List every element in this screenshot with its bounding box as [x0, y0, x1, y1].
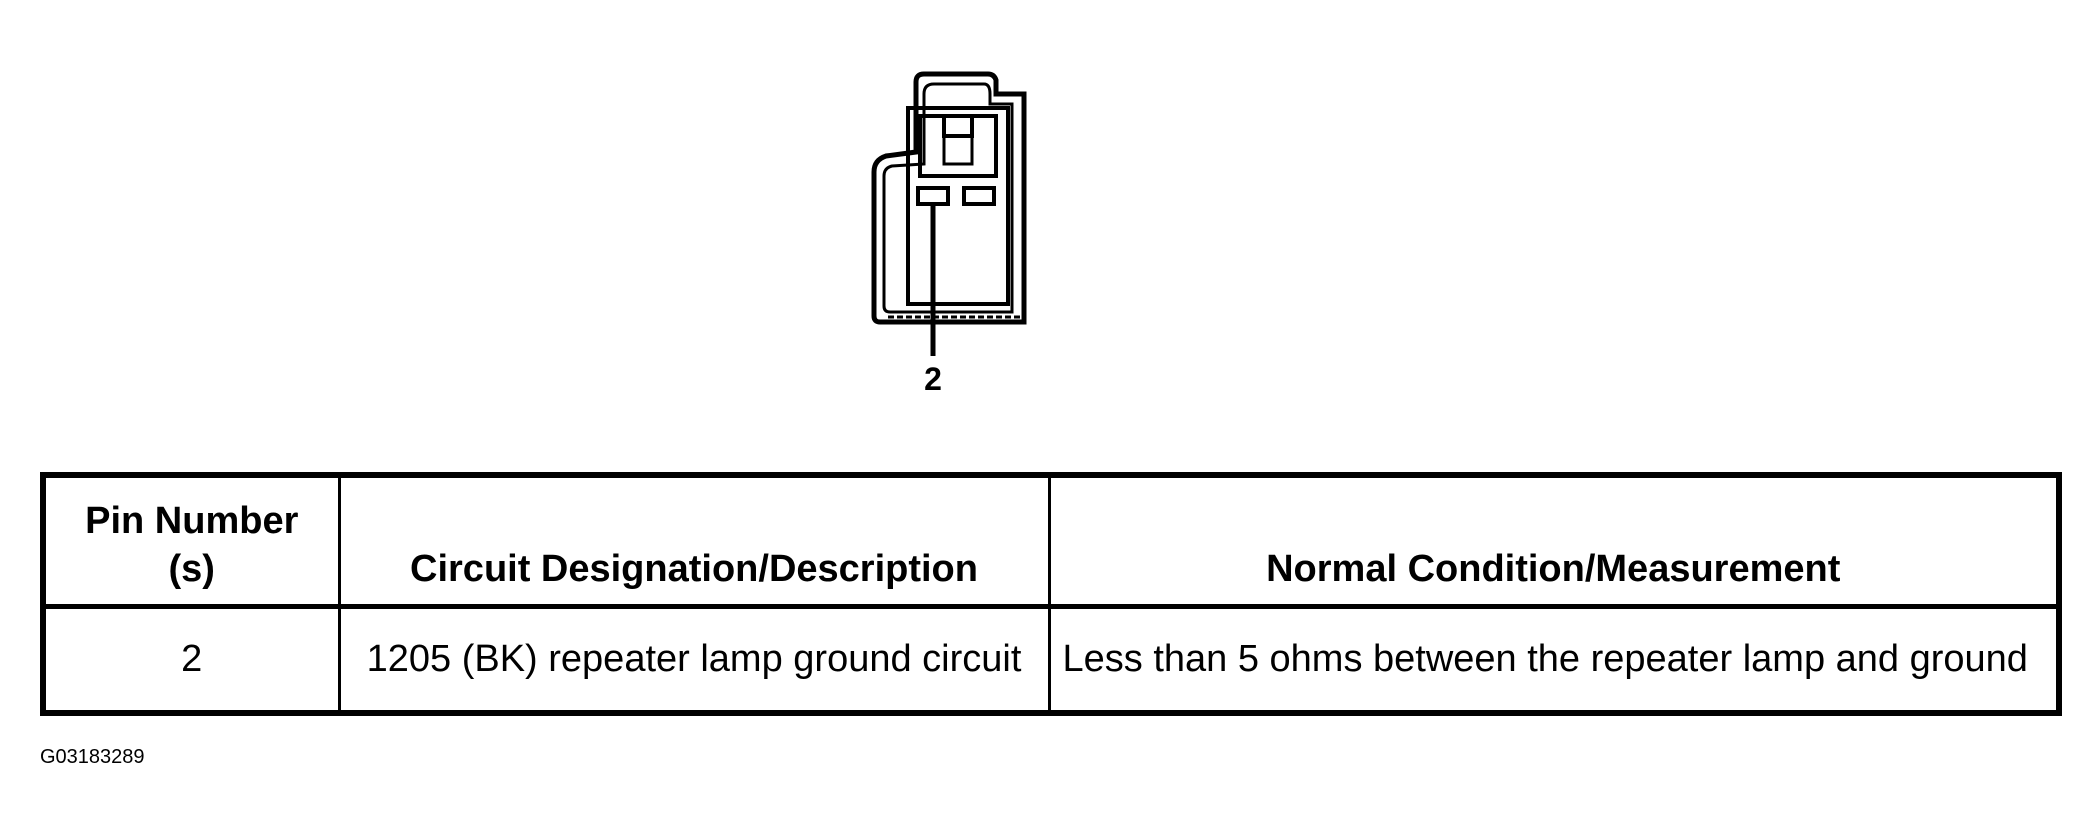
connector-housing-outer [871, 71, 1027, 325]
header-pin-number: Pin Number (s) [41, 473, 341, 609]
locking-tab [918, 114, 998, 178]
cell-condition: Less than 5 ohms between the repeater la… [1047, 605, 2061, 715]
header-condition: Normal Condition/Measurement [1047, 473, 2061, 609]
table-header-row: Pin Number (s) Circuit Designation/Descr… [41, 473, 2061, 609]
connector-face-diagram: 2 [871, 71, 1027, 397]
pin-cavity-2 [916, 186, 950, 206]
connector-housing-inner [882, 82, 1014, 314]
pin-information-table: Pin Number (s) Circuit Designation/Descr… [40, 472, 2062, 716]
pin-cavity-1 [962, 186, 996, 206]
pin-number-label: 2 [924, 361, 942, 397]
connector-body [906, 106, 1010, 306]
figure-id: G03183289 [40, 746, 145, 768]
table-row: 2 1205 (BK) repeater lamp ground circuit… [41, 605, 2061, 715]
header-circuit: Circuit Designation/Description [337, 473, 1051, 609]
cell-pin: 2 [41, 605, 341, 715]
locking-tab-notch [920, 114, 996, 138]
locking-tab-detail [942, 136, 974, 166]
cell-circuit: 1205 (BK) repeater lamp ground circuit [337, 605, 1051, 715]
